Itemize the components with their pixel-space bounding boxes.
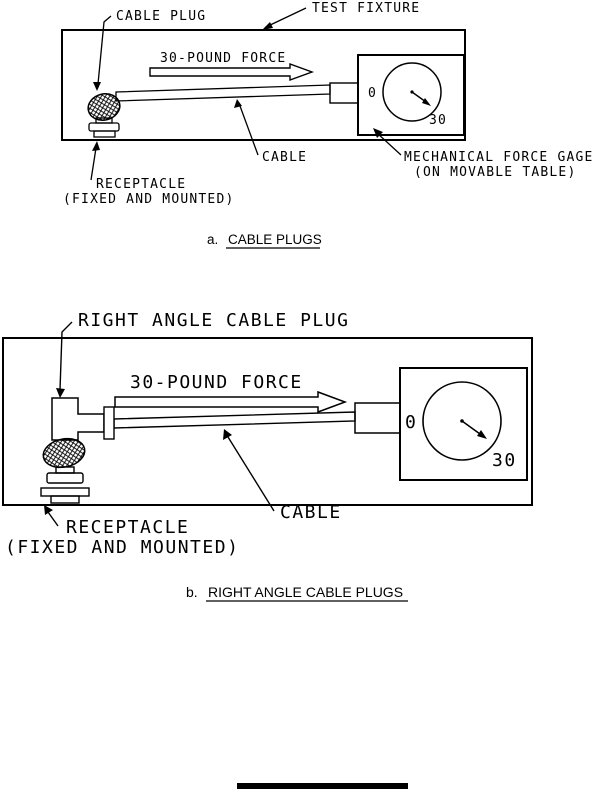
right-angle-plug-body: [42, 437, 86, 469]
cable-leader-arrowhead-icon-b: [223, 429, 232, 440]
plug-coupling-flange-b: [103, 406, 115, 440]
test-fixture-leader-line: [265, 7, 307, 28]
receptacle-leader-arrowhead-icon-a: [92, 141, 100, 151]
gage-needle-arrowhead-icon-a: [422, 98, 431, 106]
force-gage-box-a: [357, 54, 465, 136]
caption-prefix-a: a.: [207, 232, 218, 247]
receptacle-b: [40, 466, 90, 504]
test-fixture-outline-b: [2, 337, 533, 506]
receptacle-label-line2-a: (FIXED AND MOUNTED): [63, 192, 235, 207]
gage-needle-arrowhead-icon-b: [477, 430, 487, 439]
page-bottom-rule: [237, 783, 408, 789]
gage-min-a: 0: [368, 86, 377, 101]
figure-b: RIGHT ANGLE CABLE PLUG 30-POUND FORCE 0: [2, 310, 533, 602]
gage-probe-block-b: [354, 402, 401, 434]
force-arrow-icon-a: [149, 63, 315, 81]
test-fixture-leader-arrowhead-icon: [262, 22, 273, 30]
receptacle-label-line1-a: RECEPTACLE: [96, 177, 186, 192]
right-angle-plug-leader-line: [59, 321, 73, 391]
right-angle-plug-leader-arrowhead-icon: [56, 388, 65, 398]
gage-dial-b: [422, 381, 502, 461]
caption-prefix-b: b.: [186, 584, 198, 600]
cable-plug-leader-arrowhead-icon: [93, 82, 101, 91]
cable-leader-arrowhead-icon-a: [234, 99, 242, 108]
test-fixture-outline-a: [61, 29, 466, 141]
cable-plug-leader-line: [97, 15, 112, 85]
test-fixture-label: TEST FIXTURE: [312, 1, 420, 16]
receptacle-label-line2-b: (FIXED AND MOUNTED): [5, 537, 239, 558]
cable-line-b: [113, 411, 356, 429]
cable-label-a: CABLE: [262, 150, 307, 165]
gage-min-b: 0: [405, 412, 417, 433]
gage-dial-a: [382, 62, 442, 122]
receptacle-a: [88, 117, 120, 138]
cable-label-b: CABLE: [280, 502, 342, 523]
gage-label-line1: MECHANICAL FORCE GAGE: [404, 150, 594, 165]
cable-plug-body-a: [87, 93, 121, 121]
right-angle-plug-label: RIGHT ANGLE CABLE PLUG: [78, 310, 349, 331]
force-arrow-icon-b: [114, 390, 348, 414]
cable-leader-line-a: [239, 105, 259, 156]
gage-leader-arrowhead-icon-a: [373, 128, 383, 138]
caption-text-b: RIGHT ANGLE CABLE PLUGS: [208, 584, 403, 600]
receptacle-label-line1-b: RECEPTACLE: [66, 517, 189, 538]
force-label-a: 30-POUND FORCE: [160, 51, 286, 66]
cable-leader-line-b: [227, 436, 275, 512]
figure-a: CABLE PLUG TEST FIXTURE 30-POUND FORCE 0…: [61, 1, 594, 249]
gage-label-line2: (ON MOVABLE TABLE): [414, 165, 576, 180]
cable-plug-label: CABLE PLUG: [116, 9, 206, 24]
gage-max-a: 30: [429, 113, 447, 128]
receptacle-leader-line-a: [90, 147, 97, 181]
receptacle-leader-line-b: [47, 511, 59, 527]
force-gage-box-b: [399, 367, 528, 481]
cable-line-a: [115, 84, 331, 102]
gage-probe-block-a: [329, 82, 359, 104]
gage-needle-b: [461, 420, 481, 435]
force-label-b: 30-POUND FORCE: [130, 372, 303, 393]
right-angle-plug-elbow: [51, 397, 105, 441]
receptacle-leader-arrowhead-icon-b: [44, 505, 53, 515]
gage-max-b: 30: [492, 450, 517, 471]
caption-text-a: CABLE PLUGS: [228, 232, 322, 247]
gage-leader-line-a: [376, 132, 402, 156]
